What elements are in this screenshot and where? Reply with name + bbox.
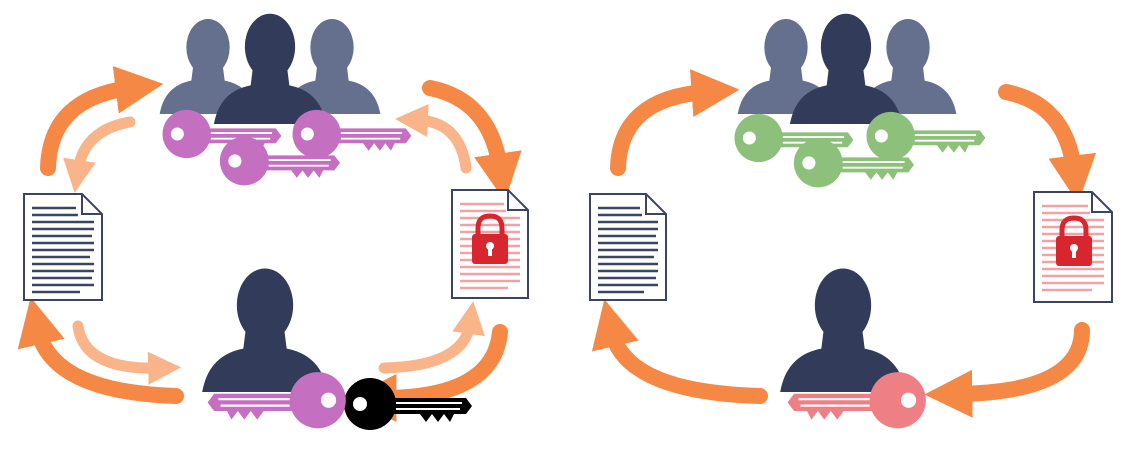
- single-user: [780, 268, 927, 430]
- secondary-arrows: [63, 103, 485, 385]
- arrow-doc-to-group: [610, 69, 740, 176]
- primary-arrows: [591, 69, 1097, 418]
- arrow-doc-to-group: [40, 65, 164, 176]
- lock-icon: [1056, 215, 1092, 266]
- primary-arrows: [17, 65, 522, 422]
- arrow-doc-to-user: [72, 320, 182, 385]
- document-icon: [589, 193, 667, 301]
- key-icon: [865, 110, 987, 162]
- right-panel: [589, 13, 1113, 430]
- arrow-user-to-doc: [591, 299, 768, 404]
- arrow-encrypted-to-user: [924, 322, 1090, 418]
- user-group: [737, 13, 957, 124]
- person-icon: [789, 13, 903, 124]
- encrypted-document: [451, 189, 529, 299]
- arrow-encrypted-to-user: [348, 324, 508, 422]
- plain-document: [589, 193, 667, 301]
- user-group: [159, 13, 381, 124]
- encrypted-document: [1033, 191, 1113, 303]
- single-user: [202, 268, 472, 430]
- person-icon: [202, 268, 328, 392]
- left-panel: [17, 13, 529, 430]
- arrow-user-to-encrypted: [378, 301, 485, 374]
- arrow-user-to-doc: [17, 297, 184, 404]
- arrow-group-to-encrypted: [998, 84, 1097, 204]
- arrow-encrypted-to-group: [394, 103, 472, 174]
- person-icon: [780, 268, 906, 392]
- lock-icon: [472, 213, 508, 264]
- arrow-group-to-doc: [63, 116, 136, 193]
- key-icon: [291, 108, 413, 160]
- plain-document: [23, 193, 103, 301]
- person-icon: [213, 13, 327, 124]
- document-icon: [23, 193, 103, 301]
- arrow-group-to-encrypted: [422, 80, 522, 202]
